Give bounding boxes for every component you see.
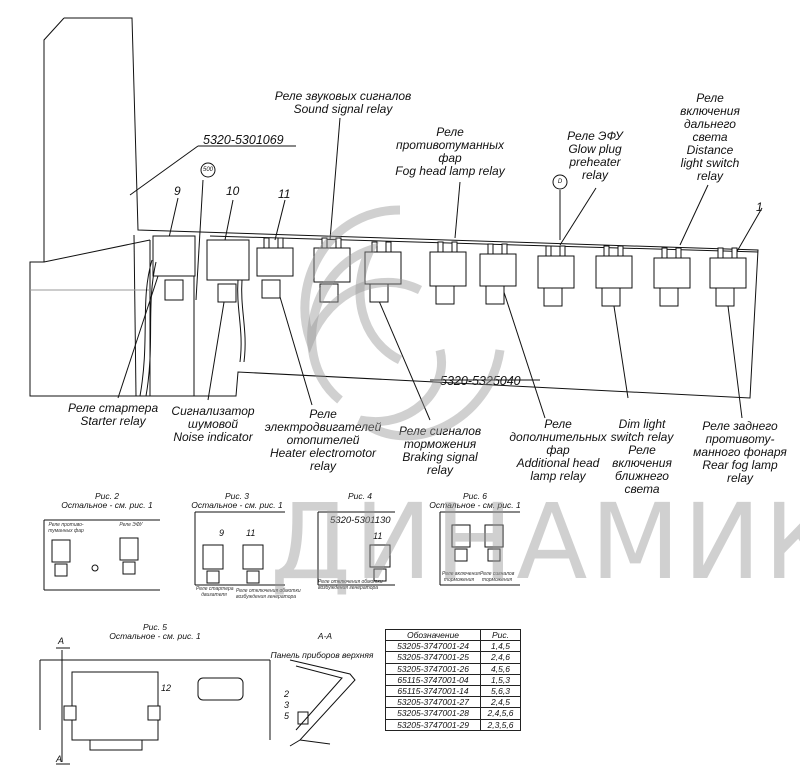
position-number-11: 11 (278, 187, 291, 201)
spec-figures: 2,4,5 (480, 696, 521, 709)
section-mark-top: А (58, 636, 65, 646)
spec-designation: 53205-3747001-26 (385, 662, 481, 675)
fig4-number-11: 11 (373, 531, 383, 541)
fig5-number-12: 12 (161, 683, 172, 693)
badge-d: D (557, 179, 563, 185)
section-number-3: 3 (284, 700, 290, 710)
fig3-number-9: 9 (219, 528, 225, 538)
badge-circle-d (552, 174, 568, 190)
spec-header-figure: Рис. (480, 628, 521, 642)
part-number-fig4-panel: 5320-5301130 (330, 515, 391, 526)
spec-designation: 53205-3747001-24 (385, 640, 481, 653)
spec-figures: 2,4,5,6 (480, 707, 521, 720)
fig4-caption: Рис. 4 (347, 491, 373, 501)
position-number-1: 1 (756, 200, 763, 214)
position-number-10: 10 (226, 184, 240, 198)
watermark-logo-icon (300, 205, 505, 441)
badge-500: 500 (202, 167, 213, 173)
spec-designation: 53205-3747001-28 (385, 707, 481, 720)
spec-figures: 2,4,6 (480, 651, 521, 664)
spec-designation: 65115-3747001-04 (385, 673, 481, 686)
position-number-9: 9 (174, 184, 181, 198)
spec-figures: 2,3,5,6 (480, 718, 521, 731)
badge-circle-500 (200, 162, 216, 178)
watermark-text: ДИНАМИКА 76 (270, 481, 800, 603)
spec-designation: 53205-3747001-27 (385, 696, 481, 709)
fig2-tiny-label-2: Реле ЭФУ (119, 522, 143, 528)
section-number-5: 5 (284, 711, 290, 721)
part-number-top-panel: 5320-5301069 (203, 133, 284, 147)
section-aa-title: А-А (317, 631, 333, 641)
spec-designation: 53205-3747001-29 (385, 718, 481, 731)
spec-figures: 4,5,6 (480, 662, 521, 675)
section-aa-caption: Панель приборов верхняя (270, 650, 374, 660)
spec-header-designation: Обозначение (385, 628, 481, 642)
part-number-relay-panel: 5320-5325040 (440, 374, 521, 388)
section-mark-bottom: А (56, 754, 63, 764)
spec-table-header: Обозначение Рис. (385, 628, 521, 642)
spec-figures: 1,5,3 (480, 673, 521, 686)
spec-designation: 53205-3747001-25 (385, 651, 481, 664)
section-number-2: 2 (284, 689, 290, 699)
spec-figures: 1,4,5 (480, 640, 521, 653)
fig3-number-11: 11 (246, 528, 256, 538)
spec-figures: 5,6,3 (480, 684, 521, 698)
fig2-tiny-label-1: Реле противо-туманных фар (48, 522, 84, 534)
panel-outline (29, 17, 759, 399)
spec-designation: 65115-3747001-14 (385, 684, 481, 698)
